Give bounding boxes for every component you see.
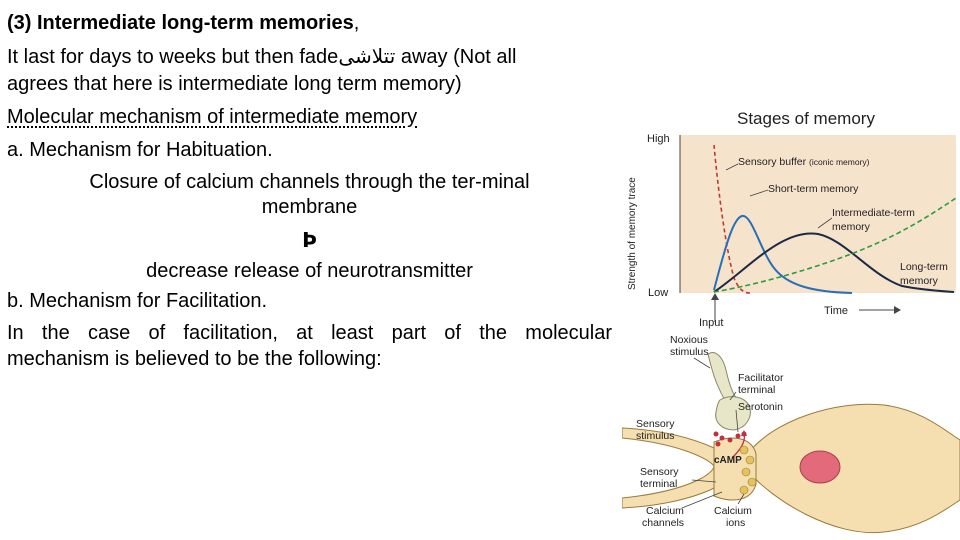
- sensory-leader: [725, 163, 739, 171]
- facilitator-label-1: Facilitator: [738, 372, 784, 384]
- sensory-stimulus-label-1: Sensory: [636, 418, 675, 430]
- postsynaptic-neuron: [746, 403, 960, 534]
- section-heading: (3) Intermediate long-term memories: [7, 12, 354, 34]
- sensory-terminal-leader: [691, 479, 717, 483]
- calcium-ions-leader: [737, 493, 745, 505]
- intermediate-term-label-2: memory: [832, 221, 871, 233]
- calcium-ions-label-1: Calcium: [714, 505, 752, 517]
- facilitator-terminal: [715, 396, 751, 431]
- sensory-terminal: [713, 437, 757, 501]
- duration-text-end: away (Not all: [395, 46, 517, 68]
- membrane-line: membrane: [261, 196, 358, 218]
- sensory-buffer-curve: [713, 144, 751, 294]
- facilitator-leader: [729, 391, 737, 401]
- camp-label: cAMP: [714, 455, 742, 466]
- long-term-label-1: Long-term: [900, 261, 948, 273]
- input-label: Input: [699, 317, 723, 329]
- facilitator-axon: [707, 352, 740, 403]
- decrease-release-line: decrease release of neurotransmitter: [146, 260, 473, 282]
- y-low-label: Low: [648, 287, 668, 299]
- intermediate-term-label-1: Intermediate-term: [832, 207, 915, 219]
- calcium-channels-label-1: Calcium: [646, 505, 684, 517]
- calcium-ions-label-2: ions: [726, 517, 745, 529]
- noxious-label-2: stimulus: [670, 346, 709, 358]
- intermediate-term-curve: [713, 232, 955, 293]
- stages-title: Stages of memory: [737, 109, 875, 128]
- heading-line: (3) Intermediate long-term memories,: [7, 11, 612, 35]
- habituation-heading: a. Mechanism for Habituation.: [7, 139, 273, 161]
- calcium-channels-leader: [681, 491, 723, 509]
- neuron-nucleus: [799, 450, 841, 484]
- short-term-label: Short-term memory: [768, 183, 859, 195]
- implies-arrow: Þ: [302, 228, 317, 252]
- facilitation-text-line2: mechanism is believed to be the followin…: [7, 348, 382, 370]
- long-term-label-2: memory: [900, 275, 939, 287]
- short-term-leader: [749, 189, 769, 197]
- noxious-label-1: Noxious: [670, 334, 708, 346]
- sensory-stimulus-label-2: stimulus: [636, 430, 675, 442]
- sensory-terminal-label-2: terminal: [640, 478, 677, 490]
- sensory-buffer-label: Sensory buffer (iconic memory): [738, 156, 870, 168]
- facilitation-text-line1: In the case of facilitation, at least pa…: [7, 322, 612, 344]
- long-term-curve: [713, 197, 957, 293]
- intermediate-leader: [817, 217, 833, 229]
- facilitation-synapse-figure: Noxious stimulus Facilitator terminal Se…: [622, 334, 960, 534]
- heading-punctuation: ,: [353, 12, 360, 34]
- serotonin-label: Serotonin: [738, 401, 783, 413]
- calcium-channels: [739, 445, 757, 495]
- y-high-label: High: [647, 133, 670, 145]
- noxious-leader: [693, 357, 711, 369]
- facilitator-label-2: terminal: [738, 384, 775, 396]
- facilitation-heading: b. Mechanism for Facilitation.: [7, 290, 268, 312]
- time-arrowhead: [894, 306, 901, 314]
- arabic-gloss: تتلاشى: [338, 46, 396, 68]
- input-arrowhead: [711, 293, 719, 300]
- camp-arrowhead: [741, 430, 747, 436]
- duration-line: It last for days to weeks but then fadeت…: [7, 45, 612, 69]
- camp-arrow: [731, 433, 746, 459]
- short-term-curve: [713, 215, 853, 294]
- x-axis-label: Time: [824, 305, 848, 317]
- plot-area: [680, 135, 956, 293]
- y-axis-label: Strength of memory trace: [627, 177, 638, 290]
- stages-of-memory-figure: Stages of memory Strength of memory trac…: [627, 109, 957, 329]
- disagreement-line: agrees that here is intermediate long te…: [7, 73, 462, 95]
- duration-text: It last for days to weeks but then fade: [7, 46, 339, 68]
- sensory-terminal-label-1: Sensory: [640, 466, 679, 478]
- molecular-mechanism-text: Molecular mechanism of intermediate memo…: [7, 106, 418, 128]
- molecular-mechanism-subheading: Molecular mechanism of intermediate memo…: [7, 105, 612, 129]
- calcium-channels-label-2: channels: [642, 517, 684, 529]
- calcium-closure-line: Closure of calcium channels through the …: [89, 171, 530, 193]
- serotonin-leader: [735, 409, 739, 433]
